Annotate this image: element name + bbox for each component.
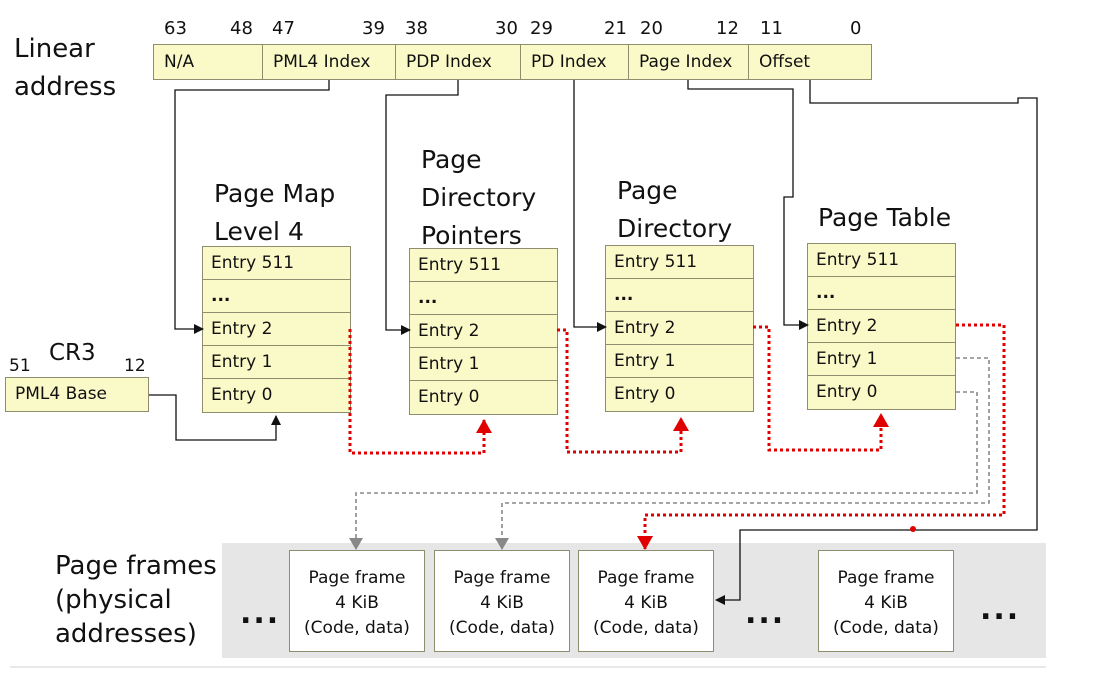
page-frame-title: Page frame [453, 568, 551, 588]
page-frame-size: 4 KiB [480, 593, 524, 613]
pt-title-line-1: Page Table [818, 203, 952, 232]
pdp-to-pd-arrow [557, 328, 689, 454]
pt-entry0-to-frame-arrow [349, 391, 978, 550]
page-frame-content: (Code, data) [304, 618, 410, 638]
cr3-pml4-base: PML4 Base [5, 377, 149, 412]
offset-junction-dot [910, 526, 916, 532]
bit-number: 63 [164, 18, 187, 39]
page-frame: Page frame 4 KiB (Code, data) [818, 550, 954, 652]
page-frame-size: 4 KiB [335, 593, 379, 613]
page-frame-title: Page frame [308, 568, 406, 588]
cr3-arrow [149, 394, 281, 441]
bit-number: 47 [272, 18, 295, 39]
pt-to-frame-arrow [637, 323, 1006, 550]
page-frame-title: Page frame [597, 568, 695, 588]
pd-to-pt-arrow [753, 325, 889, 452]
bit-number: 48 [230, 18, 253, 39]
pt-entry-511: Entry 511 [808, 244, 955, 277]
pdp-title-line-1: Page [421, 145, 482, 174]
pd-index-arrow [573, 80, 607, 332]
bit-number: 39 [362, 18, 385, 39]
pd-entry-0: Entry 0 [606, 378, 753, 411]
pt-entry-0: Entry 0 [808, 376, 955, 409]
field-pml4-index: PML4 Index [262, 44, 396, 80]
pt-table: Entry 511 ... Entry 2 Entry 1 Entry 0 [807, 243, 956, 410]
pdp-entry-511: Entry 511 [410, 249, 557, 282]
offset-arrow [715, 80, 1038, 605]
pml4-entry-1: Entry 1 [203, 346, 350, 379]
page-frame: Page frame 4 KiB (Code, data) [289, 550, 425, 652]
field-na: N/A [153, 44, 263, 80]
bit-number: 20 [640, 18, 663, 39]
pdp-entry-1: Entry 1 [410, 348, 557, 381]
pt-entry-dots: ... [808, 277, 955, 310]
frames-label-line-2: (physical [55, 585, 172, 615]
pd-entry-1: Entry 1 [606, 345, 753, 378]
frames-ellipsis: ... [980, 592, 1021, 627]
page-frames-label: Page frames (physical addresses) [55, 549, 217, 651]
pdp-entry-2: Entry 2 [410, 315, 557, 348]
pd-title: Page Directory [617, 172, 732, 248]
pdp-index-arrow [385, 80, 459, 335]
linear-label-line-1: Linear [14, 34, 95, 64]
frames-ellipsis: ... [240, 596, 281, 631]
pt-entry1-to-frame-arrow [495, 357, 990, 550]
bit-number: 30 [495, 18, 518, 39]
page-frame-title: Page frame [837, 568, 935, 588]
pml4-entry-2: Entry 2 [203, 313, 350, 346]
pdp-entry-0: Entry 0 [410, 381, 557, 414]
page-frame: Page frame 4 KiB (Code, data) [434, 550, 570, 652]
cr3-bit-hi: 51 [9, 356, 31, 376]
page-frame-size: 4 KiB [864, 593, 908, 613]
bit-number: 0 [850, 18, 862, 39]
field-pd-index: PD Index [520, 44, 629, 80]
field-offset: Offset [748, 44, 872, 80]
page-frame-size: 4 KiB [624, 593, 668, 613]
pml4-title: Page Map Level 4 [214, 175, 335, 251]
pd-entry-2: Entry 2 [606, 312, 753, 345]
page-frame-content: (Code, data) [833, 618, 939, 638]
pml4-to-pdp-arrow [348, 329, 492, 455]
frames-label-line-1: Page frames [55, 551, 217, 581]
frames-label-line-3: addresses) [55, 619, 197, 649]
bit-number: 11 [760, 18, 783, 39]
bit-number: 12 [716, 18, 739, 39]
page-frame: Page frame 4 KiB (Code, data) [578, 550, 714, 652]
pml4-entry-dots: ... [203, 280, 350, 313]
pdp-title: Page Directory Pointers [421, 141, 536, 255]
cr3-bit-lo: 12 [124, 356, 146, 376]
cr3-label: CR3 [49, 340, 96, 366]
pml4-table: Entry 511 ... Entry 2 Entry 1 Entry 0 [202, 246, 351, 413]
page-frame-content: (Code, data) [449, 618, 555, 638]
pt-title: Page Table [818, 199, 951, 237]
field-pdp-index: PDP Index [395, 44, 521, 80]
pd-entry-dots: ... [606, 279, 753, 312]
pdp-table: Entry 511 ... Entry 2 Entry 1 Entry 0 [409, 248, 558, 415]
pt-entry-1: Entry 1 [808, 343, 955, 376]
pdp-title-line-2: Directory [421, 183, 537, 212]
pml4-entry-0: Entry 0 [203, 379, 350, 412]
pdp-entry-dots: ... [410, 282, 557, 315]
pt-entry-2: Entry 2 [808, 310, 955, 343]
page-frame-content: (Code, data) [593, 618, 699, 638]
bit-number: 21 [604, 18, 627, 39]
field-page-index: Page Index [628, 44, 749, 80]
pd-entry-511: Entry 511 [606, 246, 753, 279]
pml4-entry-511: Entry 511 [203, 247, 350, 280]
pd-title-line-1: Page [617, 176, 678, 205]
linear-address-label: Linear address [14, 30, 116, 106]
linear-label-line-2: address [14, 72, 117, 102]
pml4-index-arrow [174, 80, 330, 334]
pdp-title-line-3: Pointers [421, 221, 522, 250]
pml4-title-line-1: Page Map [214, 179, 336, 208]
frames-ellipsis: ... [745, 596, 786, 631]
bit-number: 29 [530, 18, 553, 39]
bit-number: 38 [405, 18, 428, 39]
page-index-arrow [687, 80, 809, 330]
pd-title-line-2: Directory [617, 214, 733, 243]
pml4-title-line-2: Level 4 [214, 217, 304, 246]
